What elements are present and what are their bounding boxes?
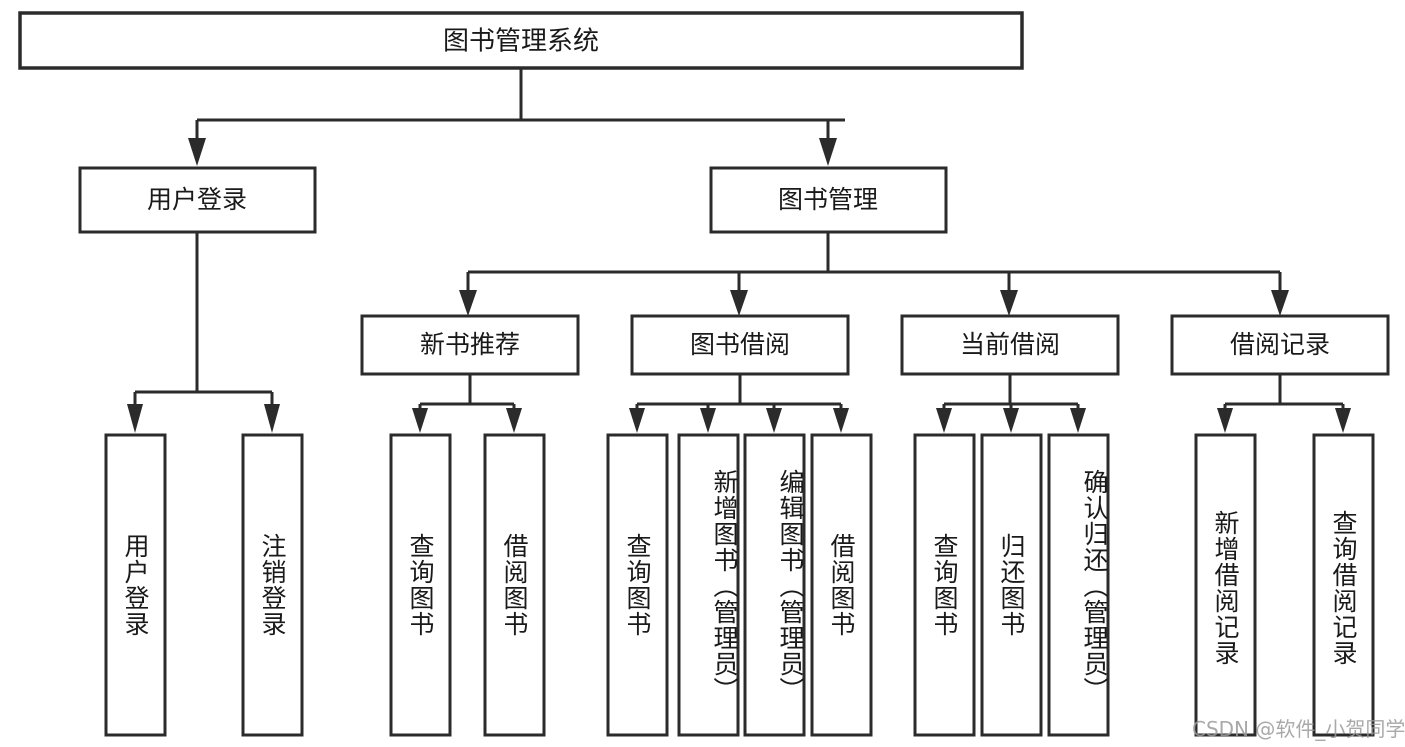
node-book-borrow-box[interactable] <box>630 314 850 376</box>
arrow-leaf-logout-login <box>264 404 280 433</box>
arrow-leaf-query-book-3 <box>936 408 952 433</box>
node-root[interactable]: 图书管理系统 <box>18 11 1024 70</box>
leaf-query-book-2-box[interactable] <box>606 433 669 737</box>
edges-currentborrow-to-leaves <box>936 374 1086 433</box>
leaf-add-borrow-record-box[interactable] <box>1194 433 1257 737</box>
arrow-leaf-add-borrow-record <box>1217 408 1233 433</box>
leaf-edit-book-box[interactable] <box>743 433 806 737</box>
leaf-borrow-book-2-box[interactable] <box>810 433 873 737</box>
arrow-borrow-record <box>1271 290 1289 316</box>
arrow-user-login <box>188 138 206 166</box>
node-book-borrow[interactable]: 图书借阅 <box>630 314 850 376</box>
node-borrow-record[interactable]: 借阅记录 <box>1170 314 1390 376</box>
arrow-new-book-recommend <box>459 290 477 316</box>
edges-newbook-to-leaves <box>412 374 522 433</box>
node-new-book-recommend[interactable]: 新书推荐 <box>360 314 580 376</box>
node-current-borrow-box[interactable] <box>900 314 1120 376</box>
arrow-leaf-query-borrow-record <box>1335 408 1351 433</box>
leaf-borrow-book-1-box[interactable] <box>483 433 546 737</box>
node-borrow-record-label: 借阅记录 <box>1230 330 1330 359</box>
arrow-leaf-user-login <box>127 404 143 433</box>
arrow-current-borrow <box>1000 290 1018 316</box>
arrow-leaf-return-book <box>1003 408 1019 433</box>
leaf-add-book-box[interactable] <box>677 433 740 737</box>
arrow-leaf-query-book-2 <box>629 408 645 433</box>
leaf-query-book-3-box[interactable] <box>913 433 976 737</box>
csdn-watermark: CSDN @软件_小贺同学 <box>1192 717 1405 741</box>
leaf-user-login-box[interactable] <box>104 433 167 737</box>
node-book-borrow-label: 图书借阅 <box>690 330 790 359</box>
leaf-query-book-1-box[interactable] <box>389 433 452 737</box>
node-root-label: 图书管理系统 <box>443 27 599 57</box>
arrow-leaf-borrow-book-1 <box>506 408 522 433</box>
node-book-management-box[interactable] <box>709 166 948 234</box>
node-user-login[interactable]: 用户登录 <box>78 166 317 234</box>
leaf-confirm-return-box[interactable] <box>1047 433 1110 737</box>
arrow-book-borrow <box>730 290 748 316</box>
node-user-login-box[interactable] <box>78 166 317 234</box>
edges-root-to-level2 <box>188 68 845 166</box>
leaf-query-borrow-record-box[interactable] <box>1312 433 1375 737</box>
node-current-borrow[interactable]: 当前借阅 <box>900 314 1120 376</box>
node-borrow-record-box[interactable] <box>1170 314 1390 376</box>
arrow-leaf-query-book-1 <box>412 408 428 433</box>
leaf-boxes <box>104 433 1375 737</box>
node-current-borrow-label: 当前借阅 <box>960 330 1060 359</box>
arrow-leaf-edit-book <box>766 408 782 433</box>
arrow-leaf-borrow-book-2 <box>833 408 849 433</box>
arrow-leaf-add-book <box>700 408 716 433</box>
node-root-box[interactable] <box>18 11 1024 70</box>
edges-borrowrecord-to-leaves <box>1217 374 1351 433</box>
node-user-login-label: 用户登录 <box>147 185 247 214</box>
node-new-book-recommend-label: 新书推荐 <box>420 330 520 359</box>
leaf-return-book-box[interactable] <box>980 433 1043 737</box>
edges-userlogin-to-leaves <box>127 232 280 433</box>
node-book-management[interactable]: 图书管理 <box>709 166 948 234</box>
leaf-logout-login-box[interactable] <box>241 433 304 737</box>
arrow-book-management <box>819 138 837 166</box>
node-book-management-label: 图书管理 <box>778 185 878 214</box>
edges-bookborrow-to-leaves <box>629 374 849 433</box>
arrow-leaf-confirm-return <box>1070 408 1086 433</box>
node-new-book-recommend-box[interactable] <box>360 314 580 376</box>
edges-bookmgmt-to-level3 <box>459 232 1289 316</box>
